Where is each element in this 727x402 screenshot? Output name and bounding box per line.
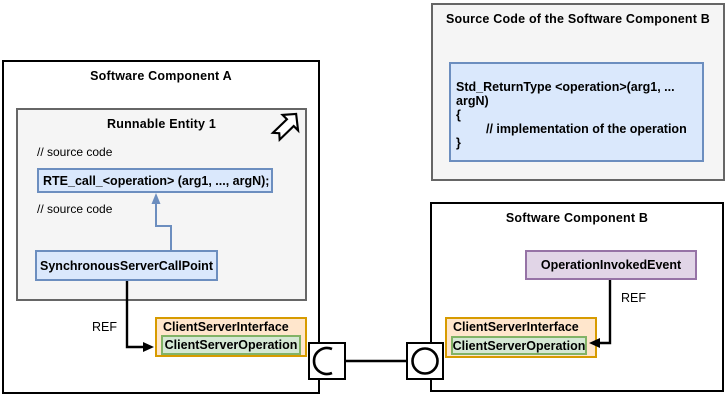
- ref-label-a: REF: [92, 320, 117, 334]
- code-line-2: {: [456, 108, 461, 122]
- source-code-panel-title: Source Code of the Software Component B: [445, 12, 711, 26]
- synchronous-server-call-point-label: SynchronousServerCallPoint: [40, 258, 213, 273]
- code-line-1: Std_ReturnType <operation>(arg1, ... arg…: [456, 80, 675, 108]
- operation-invoked-event-label: OperationInvokedEvent: [540, 258, 682, 272]
- provide-port-b: [406, 342, 444, 380]
- runnable-entity-title: Runnable Entity 1: [107, 117, 216, 131]
- client-server-operation-b-box: ClientServerOperation: [451, 336, 587, 355]
- source-code-comment-1: // source code: [37, 145, 113, 159]
- code-line-4: }: [456, 136, 461, 150]
- source-code-box: Std_ReturnType <operation>(arg1, ... arg…: [449, 62, 704, 162]
- source-code-comment-2: // source code: [37, 202, 113, 216]
- software-component-b-title: Software Component B: [505, 211, 649, 225]
- operation-invoked-event-box: OperationInvokedEvent: [525, 250, 697, 280]
- code-line-3: // implementation of the operation: [486, 122, 687, 136]
- software-component-a-title: Software Component A: [90, 69, 232, 83]
- rte-call-text: RTE_call_<operation> (arg1, ..., argN);: [43, 173, 270, 188]
- runnable-jump-arrow-icon: [270, 112, 300, 142]
- provide-port-icon: [411, 347, 439, 375]
- client-server-operation-b-label: ClientServerOperation: [452, 338, 586, 353]
- ref-label-b: REF: [621, 291, 646, 305]
- synchronous-server-call-point-box: SynchronousServerCallPoint: [35, 250, 218, 281]
- require-port-icon: [312, 346, 333, 376]
- client-server-interface-a-title: ClientServerInterface: [163, 320, 289, 334]
- rte-call-box: RTE_call_<operation> (arg1, ..., argN);: [37, 168, 273, 193]
- client-server-interface-b-title: ClientServerInterface: [453, 320, 579, 334]
- client-server-operation-a-label: ClientServerOperation: [164, 338, 298, 352]
- require-port-a: [308, 342, 346, 380]
- software-component-b-box: Software Component B: [430, 202, 724, 392]
- client-server-operation-a-box: ClientServerOperation: [161, 335, 301, 355]
